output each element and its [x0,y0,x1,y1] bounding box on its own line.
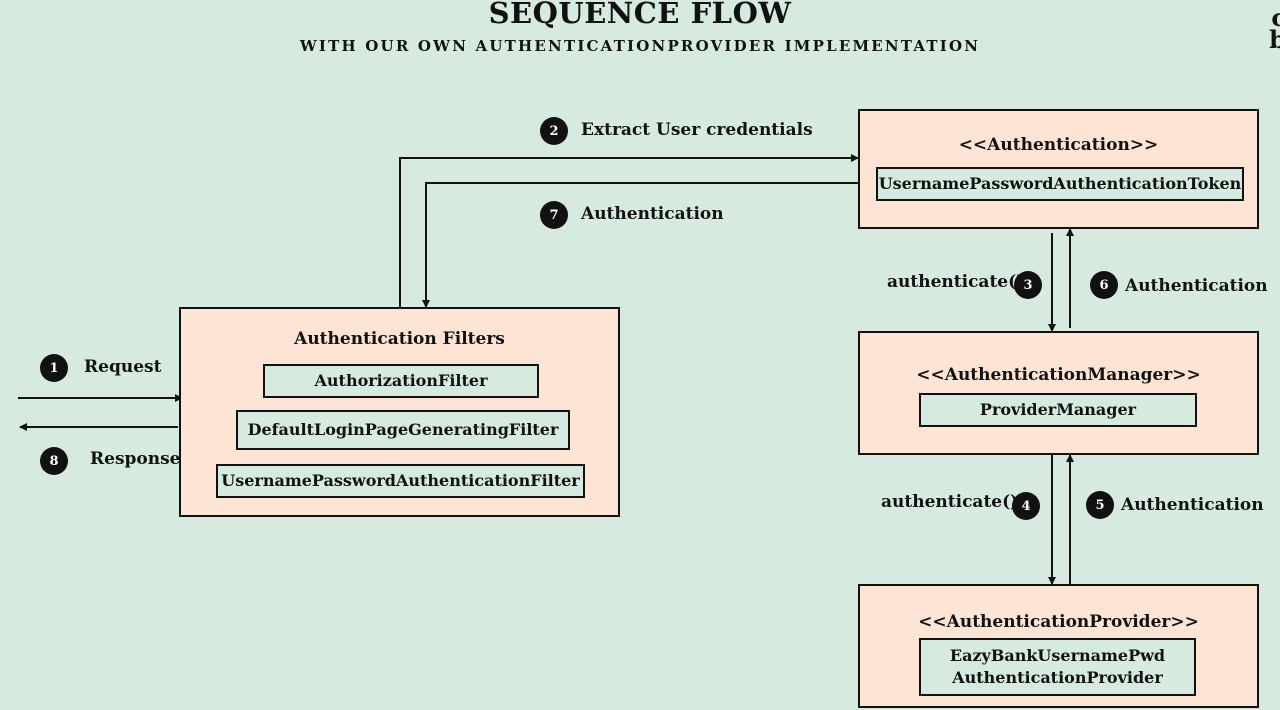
step-6-label: Authentication [1125,276,1268,296]
provider-manager: ProviderManager [919,393,1197,427]
step-1-badge: 1 [40,354,68,382]
diagram-subtitle: WITH OUR OWN AUTHENTICATIONPROVIDER IMPL… [299,37,981,55]
step-7-label: Authentication [581,204,724,224]
step-3-label: authenticate() [887,272,1025,292]
authentication-title: <<Authentication>> [958,135,1159,155]
authentication-filters-box: Authentication Filters AuthorizationFilt… [179,307,620,517]
provider-impl-line1: EazyBankUsernamePwd [949,646,1166,665]
step-1-label: Request [84,357,162,377]
step-6-badge: 6 [1090,271,1118,299]
username-password-authentication-filter: UsernamePasswordAuthenticationFilter [216,464,585,498]
provider-impl-line2: AuthenticationProvider [952,668,1163,687]
arrow-extract-credentials [399,154,859,307]
diagram-title: SEQUENCE FLOW [488,0,792,30]
step-8-badge: 8 [40,447,68,475]
step-3-badge: 3 [1014,271,1042,299]
eazybank-authentication-provider: EazyBankUsernamePwd AuthenticationProvid… [919,638,1196,696]
step-8-label: Response [90,449,181,469]
step-5-label: Authentication [1121,495,1264,515]
step-4-badge: 4 [1012,492,1040,520]
authentication-manager-title: <<AuthenticationManager>> [916,365,1201,385]
step-5-badge: 5 [1086,491,1114,519]
step-2-badge: 2 [540,117,568,145]
arrow-authentication-return [422,182,858,308]
step-4-label: authenticate() [881,492,1019,512]
authentication-filters-title: Authentication Filters [294,329,505,349]
authentication-provider-title: <<AuthenticationProvider>> [918,612,1199,632]
default-login-page-generating-filter: DefaultLoginPageGeneratingFilter [236,410,570,450]
authentication-box: <<Authentication>> UsernamePasswordAuthe… [858,109,1259,229]
step-2-label: Extract User credentials [581,120,813,140]
authentication-provider-box: <<AuthenticationProvider>> EazyBankUsern… [858,584,1259,708]
corner-logo-top: c [1271,3,1280,32]
authorization-filter: AuthorizationFilter [263,364,539,398]
step-7-badge: 7 [540,201,568,229]
corner-logo-bottom: b [1269,25,1280,54]
authentication-manager-box: <<AuthenticationManager>> ProviderManage… [858,331,1259,455]
username-password-authentication-token: UsernamePasswordAuthenticationToken [876,167,1244,201]
